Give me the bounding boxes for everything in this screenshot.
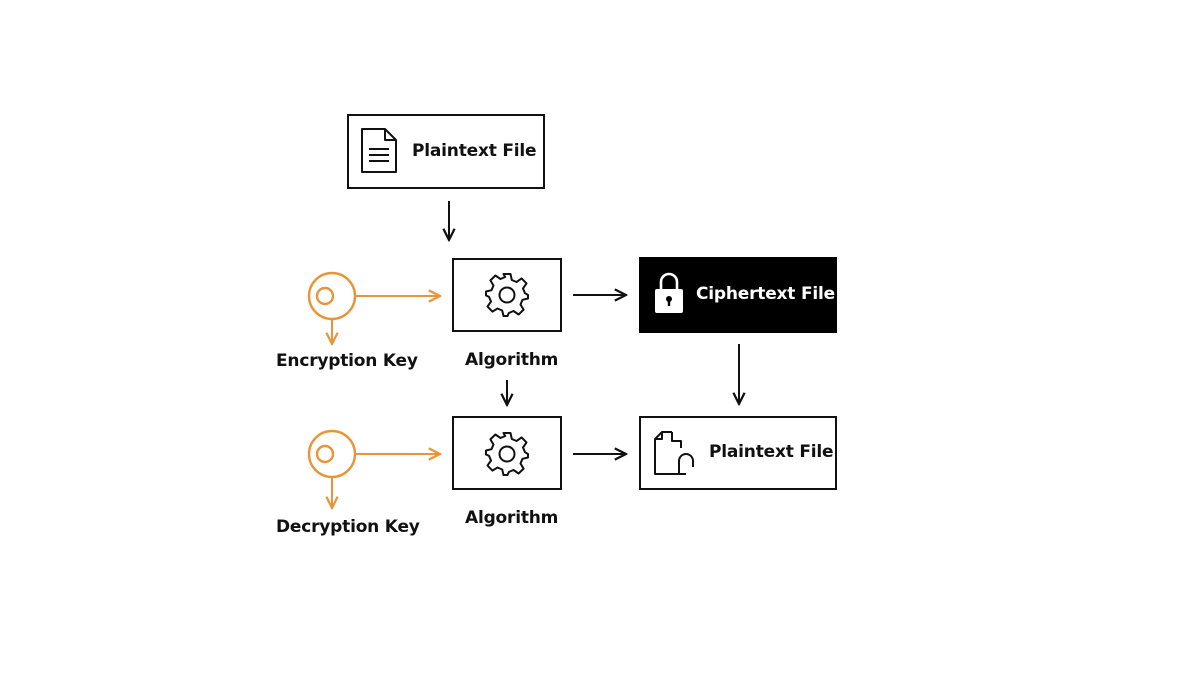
plaintext-output-box — [639, 416, 837, 490]
plaintext-input-label: Plaintext File — [412, 141, 537, 161]
gear-icon — [485, 432, 529, 476]
algorithm-decrypt-label: Algorithm — [465, 508, 559, 528]
encryption-key-label: Encryption Key — [276, 351, 418, 371]
plaintext-input-box — [347, 114, 545, 189]
document-unlock-icon — [654, 431, 694, 475]
ciphertext-label: Ciphertext File — [696, 284, 835, 304]
encryption-key-icon — [307, 271, 357, 321]
gear-icon — [485, 273, 529, 317]
algorithm-encrypt-label: Algorithm — [465, 350, 559, 370]
lock-icon — [655, 272, 683, 313]
plaintext-output-label: Plaintext File — [709, 442, 834, 462]
document-icon — [361, 128, 397, 173]
decryption-key-icon — [307, 429, 357, 479]
algorithm-decrypt-box — [452, 416, 562, 490]
algorithm-encrypt-box — [452, 258, 562, 332]
decryption-key-label: Decryption Key — [276, 517, 420, 537]
